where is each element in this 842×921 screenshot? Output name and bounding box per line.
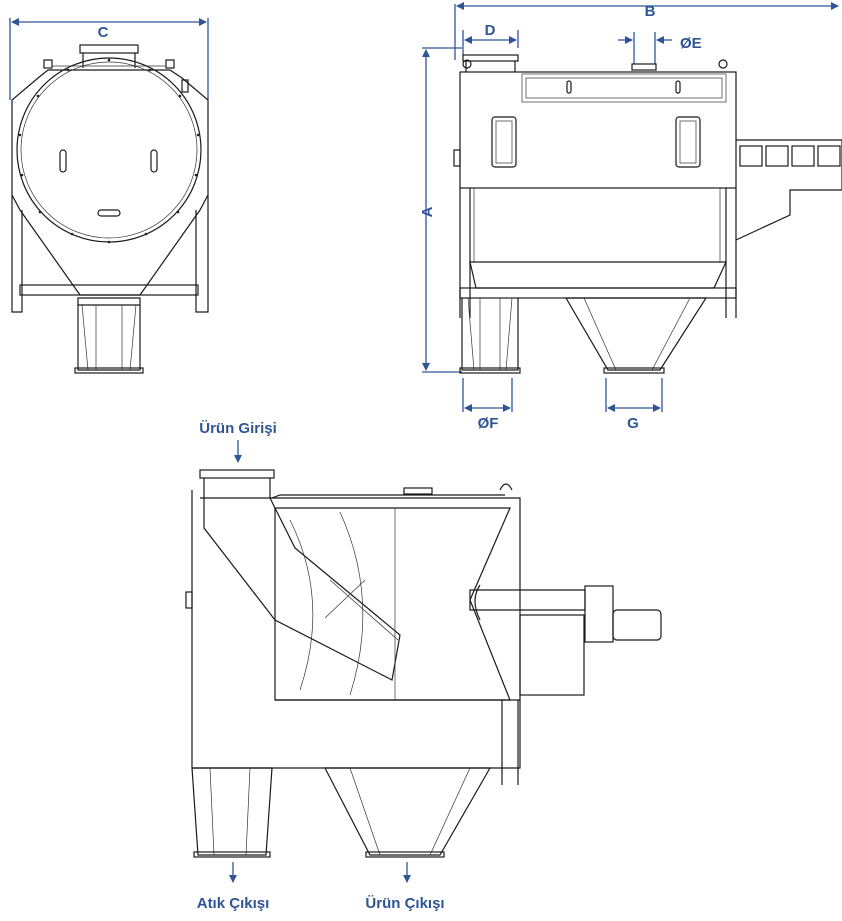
dimension-b: B [454, 2, 839, 60]
dimension-c: C [9, 18, 209, 100]
product-inlet-label: Ürün Girişi [199, 420, 277, 437]
dimension-e-label: ØE [680, 35, 702, 52]
dimension-f: ØF [462, 378, 513, 432]
dimension-a: A [419, 47, 462, 373]
product-outlet-label: Ürün Çıkışı [365, 895, 444, 912]
front-view: C [9, 18, 209, 374]
dimension-b-label: B [645, 3, 656, 20]
side-view: B D ØE A [419, 2, 842, 432]
dimension-g: G [605, 378, 663, 432]
dimension-g-label: G [627, 415, 639, 432]
dimension-a-label: A [419, 206, 436, 217]
waste-outlet-label: Atık Çıkışı [197, 895, 270, 912]
dimension-c-label: C [98, 24, 109, 41]
dimension-d-label: D [485, 22, 496, 39]
section-view: Ürün Girişi Atık [185, 420, 662, 912]
dimension-f-label: ØF [478, 415, 499, 432]
dimension-e: ØE [618, 32, 702, 64]
dimension-d: D [462, 22, 519, 55]
